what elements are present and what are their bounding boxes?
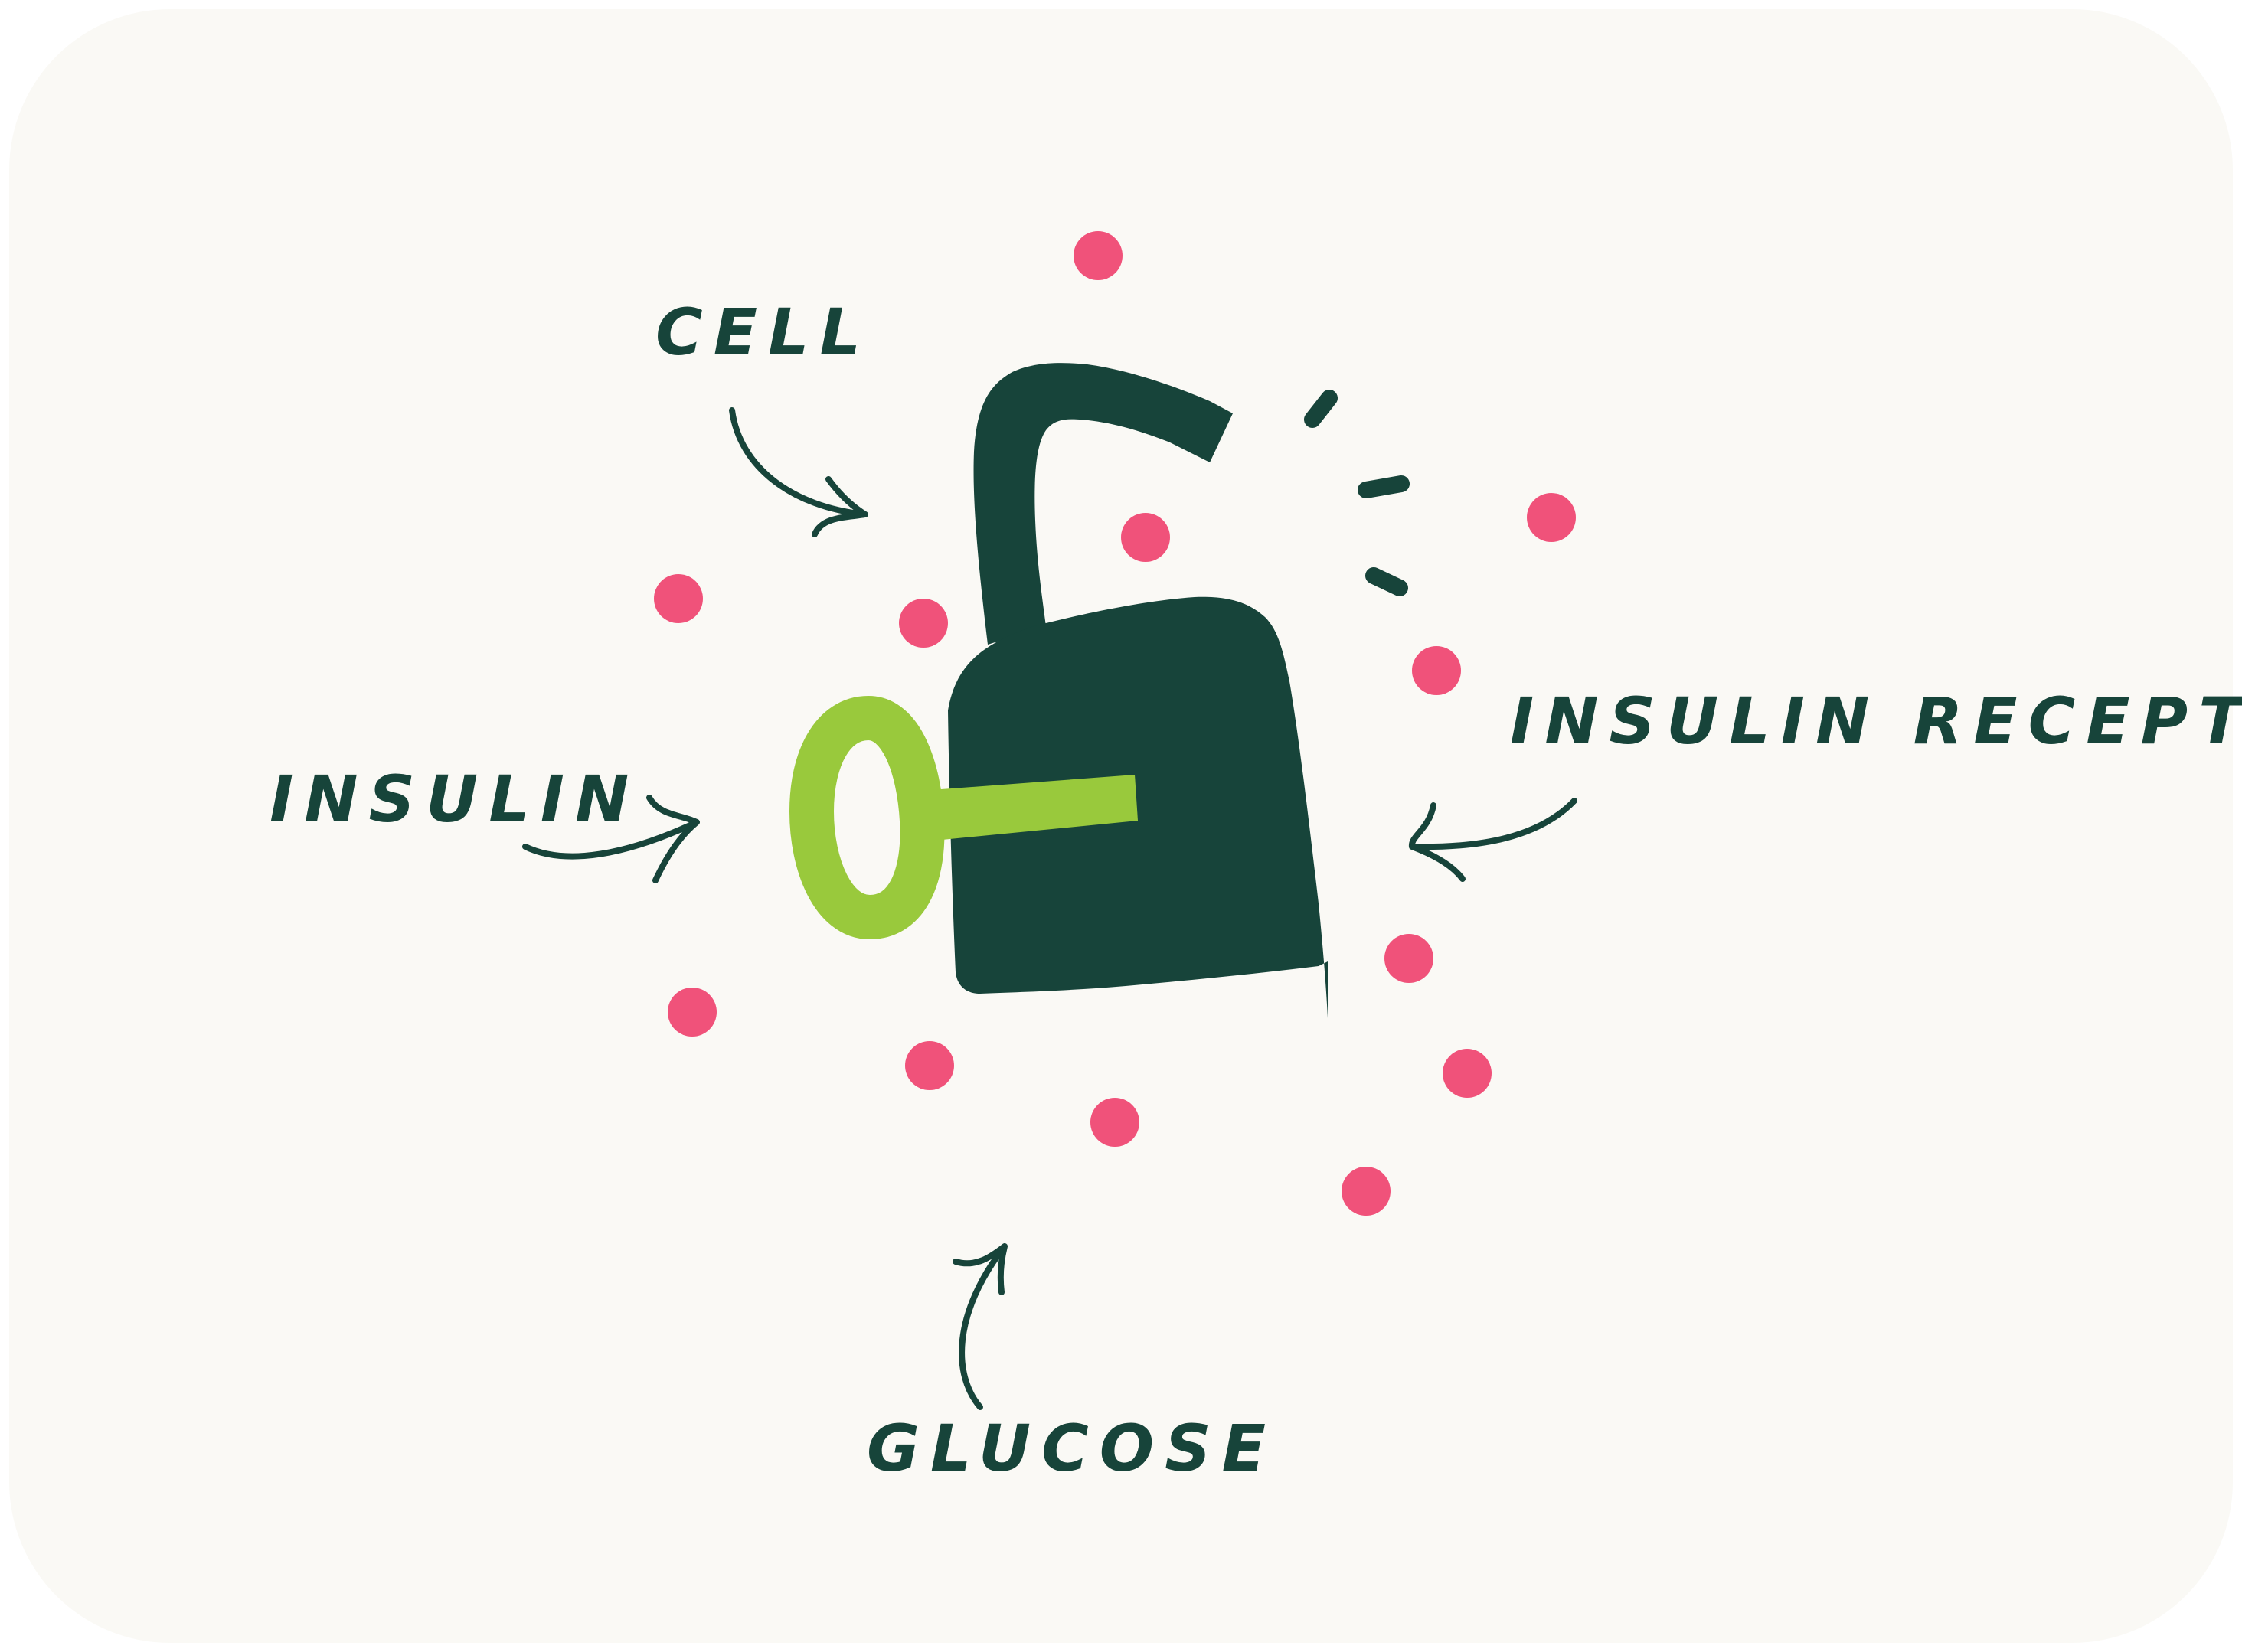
arrows <box>522 407 1577 1410</box>
glucose-dot <box>668 988 717 1037</box>
glucose-dot <box>899 599 948 648</box>
glucose-arrow <box>953 1243 1008 1410</box>
key-shaft <box>931 775 1138 841</box>
key-bow <box>789 695 945 940</box>
glucose-dot <box>1527 493 1576 542</box>
glucose-dot <box>1090 1098 1139 1147</box>
padlock-open-icon <box>948 363 1328 1018</box>
sparkle-line <box>1358 475 1410 498</box>
glucose-dot <box>654 574 703 623</box>
label-insulin: INSULIN <box>270 762 640 837</box>
key-icon <box>789 695 1138 940</box>
glucose-dot <box>1342 1167 1391 1216</box>
glucose-dot <box>1074 231 1123 280</box>
sparkle-line <box>1365 567 1408 596</box>
glucose-dot <box>1412 646 1461 695</box>
sparkle-lines <box>1304 390 1410 596</box>
glucose-dots <box>654 231 1576 1216</box>
glucose-dot <box>1443 1049 1492 1098</box>
glucose-dot <box>1384 934 1433 983</box>
glucose-dot <box>905 1041 954 1090</box>
label-insulin-receptor: INSULIN RECEPTOR <box>1510 684 2242 759</box>
sparkle-line <box>1304 390 1338 428</box>
glucose-dot <box>1121 513 1170 562</box>
cell-arrow <box>729 407 868 537</box>
label-cell: CELL <box>655 295 872 370</box>
padlock-shackle <box>973 363 1233 645</box>
insulin-receptor-arrow <box>1408 798 1577 882</box>
insulin-arrow <box>522 795 700 883</box>
label-glucose: GLUCOSE <box>867 1411 1277 1486</box>
padlock-body <box>948 596 1328 1018</box>
